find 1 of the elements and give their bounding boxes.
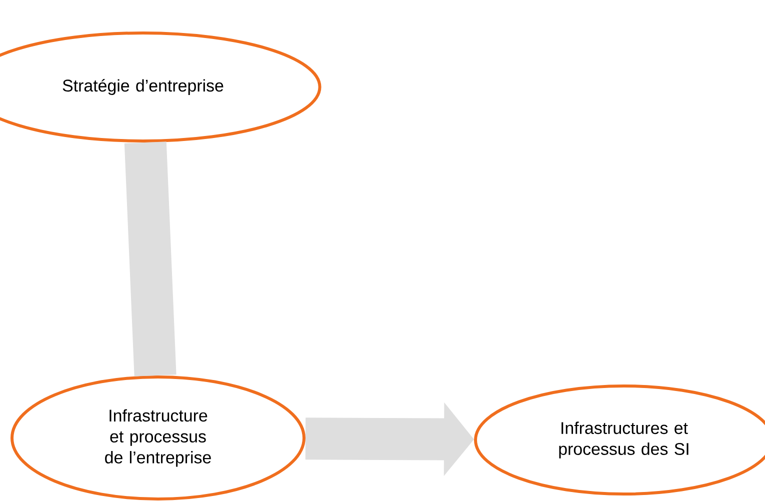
ellipse-node: Infrastructure et processus de l’entreprise [10, 376, 306, 500]
